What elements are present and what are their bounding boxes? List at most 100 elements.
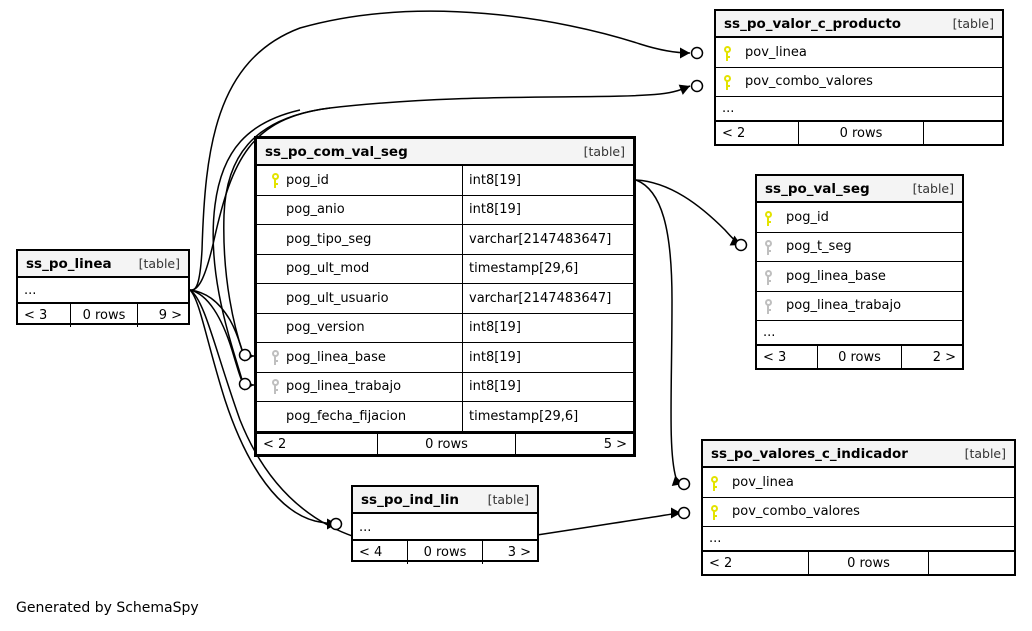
footer-parents-count[interactable]: < 2 (263, 437, 287, 452)
foreign-key-icon (757, 237, 779, 256)
footer-children-count[interactable]: 2 > (932, 350, 956, 365)
foreign-key-icon (757, 296, 779, 315)
zero-marker-pog-linea-trabajo (238, 377, 252, 391)
table-ss-po-com-val-seg[interactable]: ss_po_com_val_seg [table] pog_id int8[19… (254, 136, 636, 457)
column-type: int8[19] (462, 313, 633, 342)
column-type: int8[19] (462, 343, 633, 372)
table-footer: < 2 0 rows (716, 121, 1002, 145)
footer-children-count[interactable]: 9 > (158, 308, 182, 323)
table-title: ss_po_valores_c_indicador (711, 445, 908, 462)
table-row[interactable]: pov_linea (703, 468, 1014, 498)
table-row[interactable]: pog_ult_usuario varchar[2147483647] (257, 284, 633, 314)
more-columns-ellipsis: ... (703, 527, 1014, 551)
table-kind-label: [table] (964, 446, 1006, 461)
table-ss-po-linea[interactable]: ss_po_linea [table] ... < 3 0 rows 9 > (16, 249, 190, 327)
column-type: timestamp[29,6] (462, 254, 633, 283)
primary-key-icon (716, 72, 738, 91)
table-row[interactable]: pog_tipo_seg varchar[2147483647] (257, 225, 633, 255)
footer-children-count[interactable] (929, 552, 1014, 575)
footer-parents-count[interactable]: < 2 (722, 126, 746, 141)
table-row[interactable]: pog_fecha_fijacion timestamp[29,6] (257, 402, 633, 432)
table-ss-po-ind-lin[interactable]: ss_po_ind_lin [table] ... < 4 0 rows 3 > (351, 485, 539, 564)
column-name: pog_linea_trabajo (786, 298, 902, 314)
table-row[interactable]: pog_version int8[19] (257, 313, 633, 343)
table-title: ss_po_com_val_seg (265, 143, 408, 160)
primary-key-icon (264, 172, 286, 188)
table-title: ss_po_valor_c_producto (724, 15, 902, 32)
table-kind-label: [table] (487, 492, 529, 507)
primary-key-icon (716, 43, 738, 62)
footer-row-count: 0 rows (798, 122, 924, 145)
table-ss-po-valor-c-producto[interactable]: ss_po_valor_c_producto [table] pov_linea… (714, 9, 1004, 146)
footer-parents-count[interactable]: < 2 (709, 556, 733, 571)
column-name: pog_tipo_seg (286, 231, 372, 247)
table-row[interactable]: pog_id (757, 203, 962, 233)
column-name: pog_id (786, 209, 829, 225)
footer-row-count: 0 rows (70, 304, 138, 327)
footer-children-count[interactable] (924, 122, 1002, 145)
column-name: pov_linea (732, 474, 794, 490)
primary-key-icon (703, 473, 725, 492)
table-header: ss_po_val_seg [table] (757, 176, 962, 203)
footer-parents-count[interactable]: < 3 (24, 308, 48, 323)
table-title: ss_po_ind_lin (361, 491, 460, 508)
table-row[interactable]: pog_linea_trabajo (757, 292, 962, 321)
footer-parents-count[interactable]: < 4 (359, 545, 383, 560)
zero-marker-pog-linea-base (238, 348, 252, 362)
table-footer: < 2 0 rows (703, 551, 1014, 575)
table-ss-po-valores-c-indicador[interactable]: ss_po_valores_c_indicador [table] pov_li… (701, 439, 1016, 576)
footer-children-count[interactable]: 5 > (603, 437, 627, 452)
table-header: ss_po_valor_c_producto [table] (716, 11, 1002, 38)
foreign-key-icon (757, 267, 779, 286)
primary-key-icon (703, 502, 725, 521)
table-row[interactable]: pog_linea_base (757, 262, 962, 292)
column-name: pov_combo_valores (745, 74, 873, 90)
table-header: ss_po_ind_lin [table] (353, 487, 537, 514)
table-row[interactable]: pov_combo_valores (703, 498, 1014, 527)
footer-parents-count[interactable]: < 3 (763, 350, 787, 365)
column-name: pog_linea_base (786, 268, 886, 284)
primary-key-icon (757, 208, 779, 227)
footer-children-count[interactable]: 3 > (507, 545, 531, 560)
zero-marker-valor-pov-combo (690, 79, 704, 93)
table-row[interactable]: pog_anio int8[19] (257, 195, 633, 225)
table-row[interactable]: pov_linea (716, 38, 1002, 68)
edge-linea-to-pog-linea-trabajo (189, 289, 244, 384)
column-name: pog_t_seg (786, 239, 852, 255)
table-row[interactable]: pog_ult_mod timestamp[29,6] (257, 254, 633, 284)
table-ss-po-val-seg[interactable]: ss_po_val_seg [table] pog_id pog_t_seg p… (755, 174, 964, 370)
column-name: pov_linea (745, 44, 807, 60)
table-footer: < 3 0 rows 9 > (18, 303, 188, 327)
table-header: ss_po_valores_c_indicador [table] (703, 441, 1014, 468)
column-type: int8[19] (462, 195, 633, 224)
table-row[interactable]: pov_combo_valores (716, 68, 1002, 97)
foreign-key-icon (264, 379, 286, 395)
table-row[interactable]: pog_id int8[19] (257, 166, 633, 196)
column-name: pov_combo_valores (732, 504, 860, 520)
table-header: ss_po_linea [table] (18, 251, 188, 278)
table-footer: < 2 0 rows 5 > (257, 431, 633, 456)
zero-marker-valor-pov-linea (690, 46, 704, 60)
zero-marker-indicador-pov-combo (677, 506, 691, 520)
column-type: varchar[2147483647] (462, 284, 633, 313)
column-type: varchar[2147483647] (462, 225, 633, 254)
table-kind-label: [table] (583, 144, 625, 159)
more-columns-ellipsis: ... (353, 514, 537, 540)
table-row[interactable]: pog_t_seg (757, 233, 962, 262)
table-row[interactable]: pog_linea_trabajo int8[19] (257, 372, 633, 402)
table-title: ss_po_val_seg (765, 180, 870, 197)
foreign-key-icon (264, 349, 286, 365)
footer-row-count: 0 rows (377, 433, 516, 456)
column-name: pog_fecha_fijacion (286, 408, 407, 424)
table-header: ss_po_com_val_seg [table] (257, 139, 633, 166)
table-kind-label: [table] (952, 16, 994, 31)
column-type: int8[19] (462, 166, 633, 195)
column-name: pog_ult_mod (286, 261, 370, 277)
table-title: ss_po_linea (26, 255, 112, 272)
table-row[interactable]: pog_linea_base int8[19] (257, 343, 633, 373)
footer-row-count: 0 rows (808, 552, 929, 575)
more-columns-ellipsis: ... (716, 97, 1002, 121)
column-type: int8[19] (462, 372, 633, 401)
column-name: pog_anio (286, 202, 345, 218)
column-type: timestamp[29,6] (462, 402, 633, 431)
